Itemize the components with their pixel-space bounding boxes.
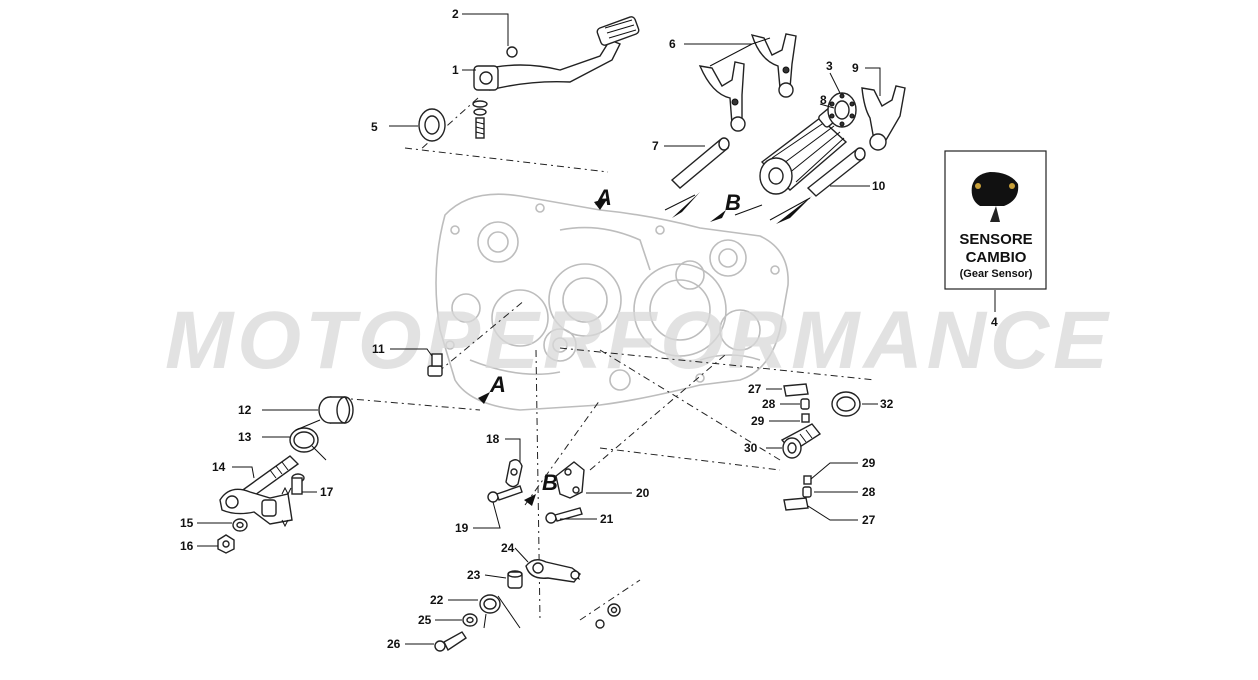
sensor-rotor-part [780, 423, 822, 459]
shaft-bushing-part [318, 396, 354, 424]
washer-part [232, 518, 248, 532]
shift-fork-right-part [861, 85, 906, 151]
label-part-4: 4 [991, 315, 998, 329]
return-spring-part [289, 419, 327, 461]
label-part-5: 5 [371, 120, 378, 134]
label-part-28-bottom: 28 [862, 485, 876, 499]
label-part-19: 19 [455, 521, 469, 535]
direction-arrows [478, 192, 812, 580]
index-roller-part [595, 603, 621, 629]
label-part-29-top: 29 [751, 414, 765, 428]
crankcase-half [435, 193, 789, 411]
screw-part [487, 485, 523, 503]
label-part-15: 15 [180, 516, 194, 530]
section-b-top: B [725, 190, 741, 215]
index-spring-part [479, 594, 521, 629]
sensor-title-line1: SENSORE [959, 231, 1032, 248]
drain-plug-part [427, 353, 443, 377]
guide-plate-part [555, 461, 585, 499]
oil-seal-part [418, 108, 446, 142]
nut-part [217, 534, 235, 554]
leader-lines [197, 13, 996, 645]
index-lever-part [525, 559, 581, 583]
lever-bolt-part [472, 100, 488, 139]
label-part-13: 13 [238, 430, 252, 444]
label-part-24: 24 [501, 541, 515, 555]
label-part-9: 9 [852, 61, 859, 75]
clip-part [505, 459, 523, 488]
sensor-pad-top-part [783, 383, 809, 397]
section-b-bottom: B [542, 470, 558, 495]
fork-shaft-right-part [806, 147, 866, 197]
label-part-23: 23 [467, 568, 481, 582]
shift-fork-middle-part [750, 33, 797, 98]
sensor-subtitle: (Gear Sensor) [960, 268, 1033, 280]
index-spacer-part [507, 570, 523, 589]
gear-lever-part [473, 16, 640, 91]
label-part-12: 12 [238, 403, 252, 417]
label-part-14: 14 [212, 460, 226, 474]
label-part-16: 16 [180, 539, 194, 553]
sensor-spring-bottom-part [802, 486, 812, 498]
gear-sensor-icon [971, 172, 1019, 222]
label-part-17: 17 [320, 485, 334, 499]
sensor-pin-top-part [801, 413, 810, 423]
gear-sensor-box: SENSORE CAMBIO (Gear Sensor) [944, 150, 1047, 290]
label-part-28-top: 28 [762, 397, 776, 411]
part-number-labels: 2 1 5 6 7 3 8 9 10 11 12 13 14 15 16 17 … [180, 7, 998, 651]
sensor-title-line2: CAMBIO [966, 249, 1027, 266]
label-part-6: 6 [669, 37, 676, 51]
label-part-2: 2 [452, 7, 459, 21]
shift-shaft-part [219, 455, 300, 528]
drum-bearing-part [827, 92, 857, 128]
label-part-27-bottom: 27 [862, 513, 876, 527]
sensor-pin-bottom-part [803, 475, 812, 485]
pin-part [291, 473, 305, 495]
label-part-32: 32 [880, 397, 894, 411]
label-part-18: 18 [486, 432, 500, 446]
label-part-27-top: 27 [748, 382, 762, 396]
label-part-29-bottom: 29 [862, 456, 876, 470]
label-part-26: 26 [387, 637, 401, 651]
label-part-3: 3 [826, 59, 833, 73]
fork-shaft-left-part [670, 137, 730, 189]
shift-fork-left-part [698, 61, 746, 132]
watermark-text: MOTOPERFORMANCE [165, 295, 1112, 386]
index-bolt-part [434, 631, 467, 652]
label-part-22: 22 [430, 593, 444, 607]
label-part-30: 30 [744, 441, 758, 455]
label-part-10: 10 [872, 179, 886, 193]
sensor-spring-top-part [800, 398, 810, 410]
label-part-7: 7 [652, 139, 659, 153]
label-part-8: 8 [820, 93, 827, 107]
label-part-1: 1 [452, 63, 459, 77]
label-part-20: 20 [636, 486, 650, 500]
label-part-11: 11 [372, 342, 385, 356]
section-a-bottom: A [489, 372, 506, 397]
label-part-21: 21 [600, 512, 614, 526]
label-part-25: 25 [418, 613, 432, 627]
sensor-pad-bottom-part [783, 497, 809, 511]
assembly-dash-lines [339, 97, 876, 621]
index-washer-part [462, 613, 478, 627]
plate-bolt-part [545, 507, 583, 524]
section-a-top: A [595, 185, 612, 210]
sensor-seal-part [831, 391, 861, 417]
